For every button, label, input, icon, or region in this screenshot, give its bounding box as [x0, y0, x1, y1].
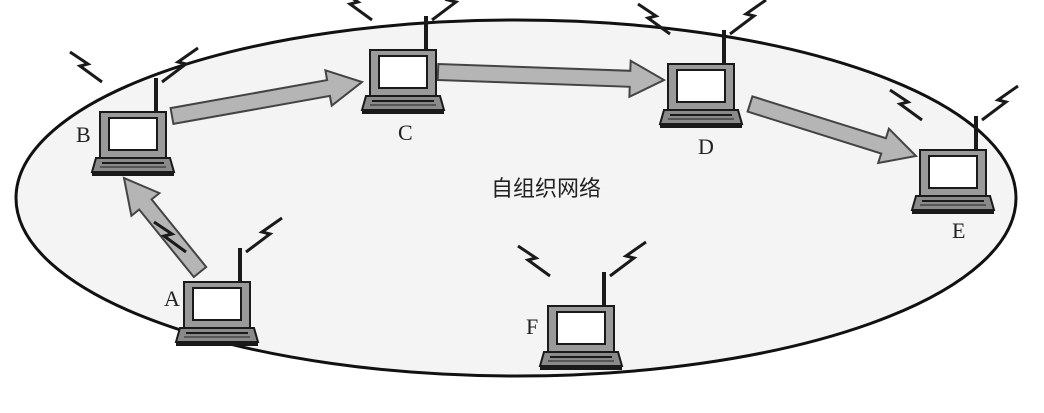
node-label-f: F [526, 314, 538, 339]
node-labels: A B C D E F [76, 120, 965, 339]
arrow-b-to-c [169, 68, 365, 126]
arrow-c-to-d [436, 59, 667, 99]
network-label: 自组织网络 [491, 177, 601, 202]
node-label-e: E [952, 218, 965, 243]
node-label-a: A [164, 286, 180, 311]
node-label-d: D [698, 134, 714, 159]
node-label-c: C [398, 120, 413, 145]
arrow-d-to-e [746, 95, 919, 165]
node-label-b: B [76, 122, 91, 147]
